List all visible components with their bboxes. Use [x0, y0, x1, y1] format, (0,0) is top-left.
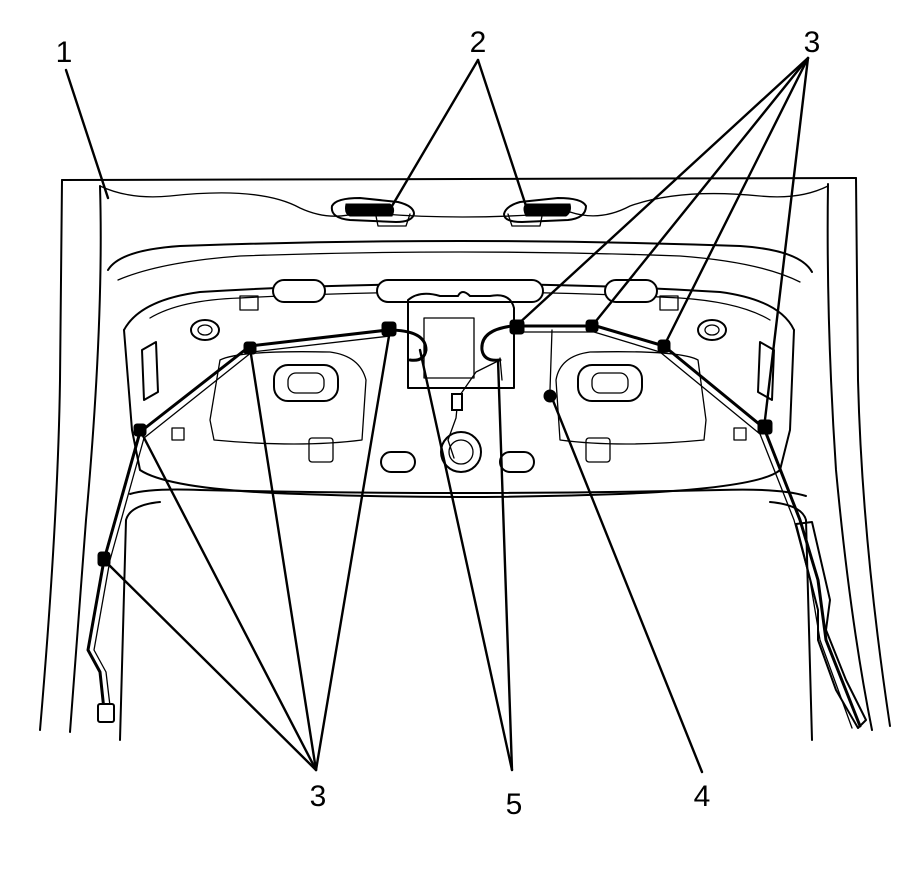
- deck-lid-body: [39, 177, 891, 741]
- callout-clips-upper: 3: [804, 26, 821, 59]
- wiring-harness: [86, 319, 867, 729]
- leader-3f: [138, 428, 318, 772]
- leader-3h: [314, 328, 392, 772]
- leader-5b: [496, 358, 514, 772]
- leader-5a: [418, 348, 514, 772]
- callout-hinges: 2: [470, 26, 487, 59]
- panel-cutouts: [141, 279, 775, 473]
- leader-1: [64, 68, 110, 200]
- clip-c5: [509, 319, 525, 335]
- leader-3c: [662, 56, 810, 348]
- leader-2a: [390, 58, 480, 208]
- leader-4: [550, 396, 704, 774]
- leader-2b: [476, 58, 528, 208]
- callout-connectors: 5: [506, 788, 523, 821]
- callouts: 1 2 3 3 5 4: [56, 26, 821, 821]
- leader-3e: [102, 558, 318, 772]
- leader-lines: [64, 56, 810, 774]
- hinge-right: [503, 197, 587, 227]
- leader-3d: [762, 56, 810, 430]
- leader-3a: [514, 56, 810, 328]
- leader-3g: [248, 346, 318, 772]
- leader-3b: [590, 56, 810, 328]
- hinge-left: [330, 197, 415, 227]
- hinges: [330, 197, 587, 227]
- callout-ground: 4: [694, 780, 711, 813]
- callout-deck-lid: 1: [56, 36, 73, 69]
- callout-clips-lower: 3: [310, 780, 327, 813]
